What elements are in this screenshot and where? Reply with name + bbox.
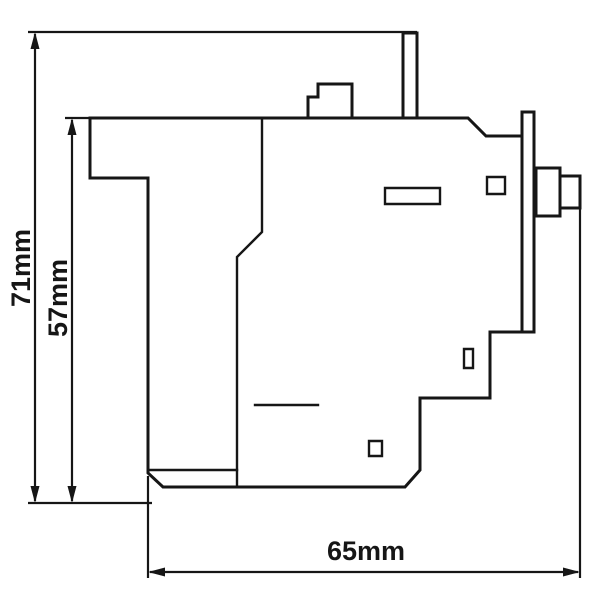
dimension-lines-group (28, 30, 582, 578)
arrow-65-right (563, 567, 580, 577)
slot-cutout-small (462, 347, 475, 370)
arrow-57-down (67, 486, 77, 503)
dimension-label-65mm: 65mm (327, 536, 405, 566)
side-screw-body (534, 166, 562, 218)
top-small-tab (306, 82, 354, 120)
right-mounting-plate (520, 110, 536, 334)
arrow-57-up (67, 118, 77, 135)
dimension-arrows-group (30, 32, 580, 577)
internal-contour (235, 116, 264, 472)
side-screw-tip (558, 174, 582, 210)
square-cutout-top (485, 175, 507, 196)
arrow-65-left (148, 567, 165, 577)
arrow-71-up (30, 32, 40, 49)
dimension-label-57mm: 57mm (43, 259, 73, 337)
slot-cutout (383, 186, 442, 206)
arrow-71-down (30, 486, 40, 503)
dimension-labels-group: 71mm 57mm 65mm (6, 229, 405, 566)
dimension-label-71mm: 71mm (6, 229, 36, 307)
top-tall-tab (401, 31, 419, 120)
square-cutout-bottom (367, 439, 384, 458)
bottom-notch (146, 468, 239, 489)
device-outline-group (88, 31, 582, 489)
device-body-outline (88, 116, 524, 489)
